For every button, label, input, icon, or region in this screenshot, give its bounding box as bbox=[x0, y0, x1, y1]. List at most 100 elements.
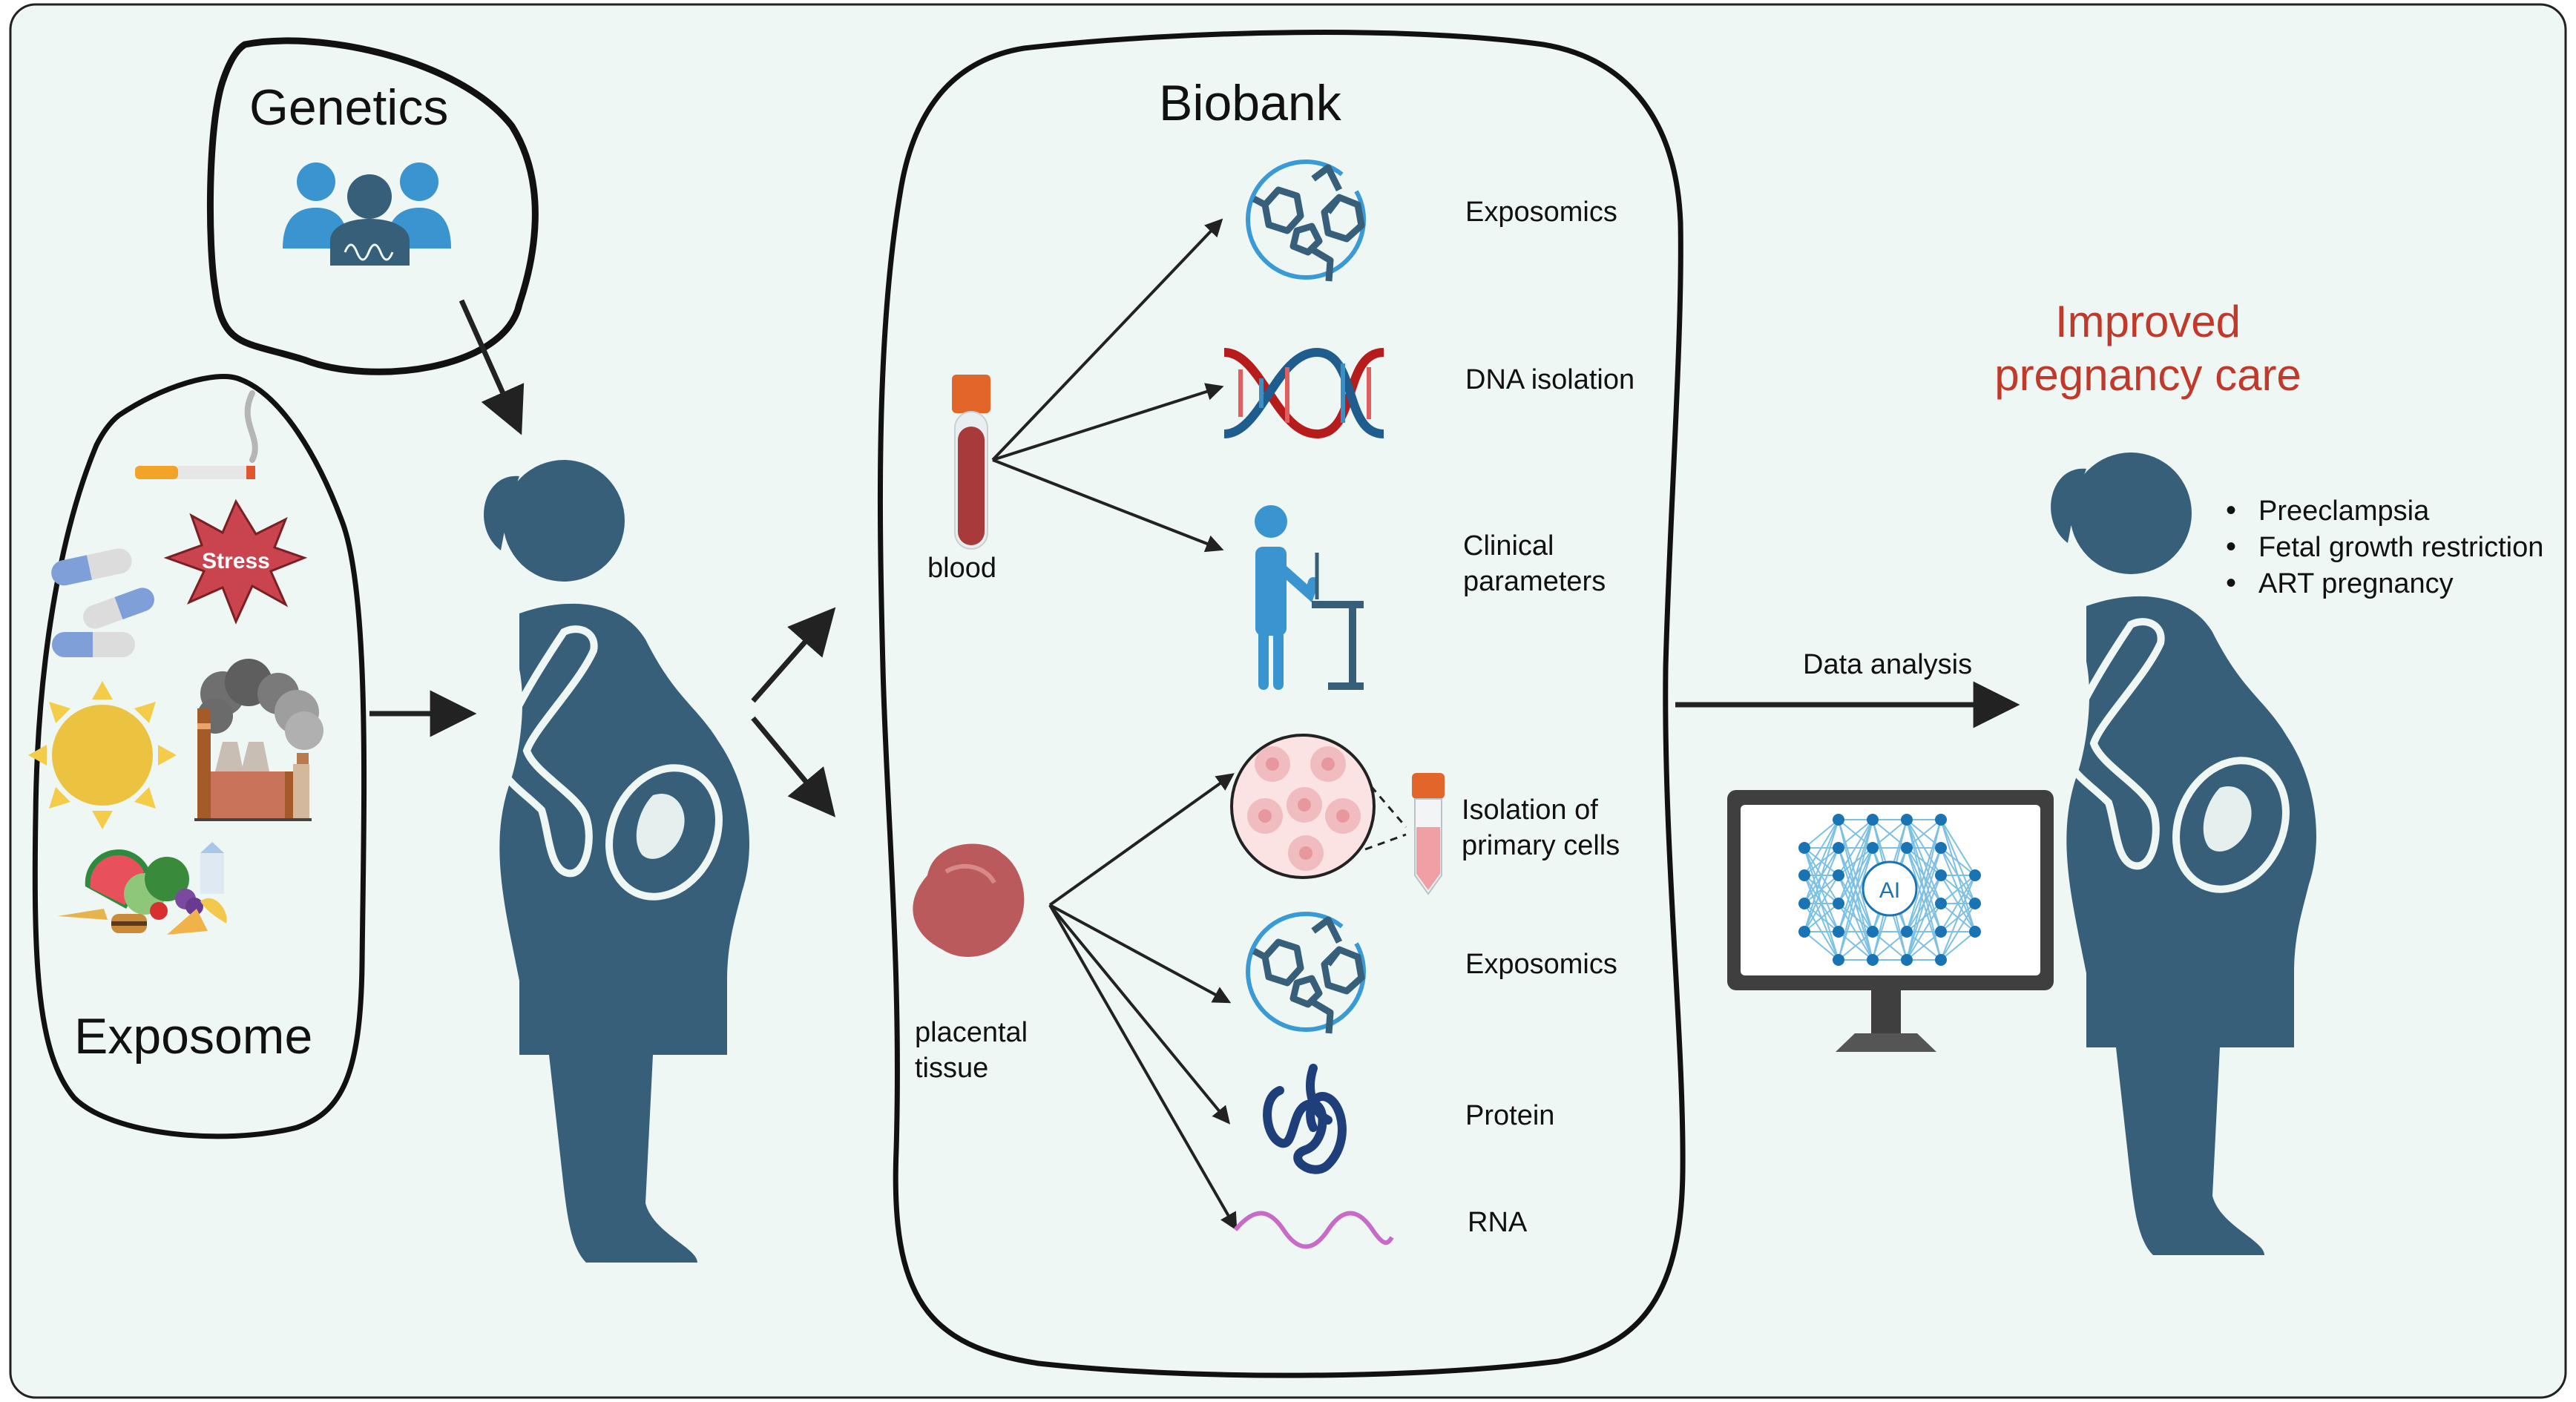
nn-edge bbox=[1906, 847, 1942, 961]
nn-node bbox=[1833, 842, 1844, 854]
placental-label-line1: placental bbox=[915, 1017, 1028, 1048]
nn-edge bbox=[1906, 819, 1942, 932]
outcome-title: Improved pregnancy care bbox=[1944, 295, 2352, 402]
arrow-blood-dna bbox=[992, 383, 1224, 461]
nn-edge bbox=[1940, 875, 1976, 904]
nn-node bbox=[1867, 842, 1879, 854]
factory-pollution-icon bbox=[194, 659, 323, 821]
nn-node bbox=[1798, 898, 1810, 909]
clinical-label-line2: parameters bbox=[1463, 566, 1606, 597]
nn-edge bbox=[1906, 903, 1942, 961]
cells-tube-icon bbox=[1230, 734, 1445, 895]
blood-label: blood bbox=[927, 553, 996, 584]
nn-edge bbox=[1838, 903, 1873, 932]
blood-exposomics-label: Exposomics bbox=[1465, 197, 1617, 228]
nn-node bbox=[1833, 926, 1844, 938]
primary-cells-label-line2: primary cells bbox=[1462, 830, 1620, 861]
arrow-tissue-cells bbox=[1048, 773, 1235, 906]
nn-edge bbox=[1906, 819, 1942, 849]
genetics-outline bbox=[206, 37, 539, 375]
tissue-exposomics-label: Exposomics bbox=[1465, 949, 1617, 980]
nn-edge bbox=[1804, 819, 1839, 849]
exposome-title: Exposome bbox=[74, 1008, 313, 1064]
ai-badge bbox=[1862, 860, 1918, 917]
nn-node bbox=[1798, 869, 1810, 881]
blood-tube-icon bbox=[952, 375, 990, 550]
nn-node bbox=[1798, 926, 1810, 938]
biobank-outline bbox=[877, 30, 1686, 1378]
nn-edge bbox=[1940, 931, 1976, 961]
arrow-blood-exposomics bbox=[991, 218, 1223, 461]
nn-node bbox=[1901, 926, 1913, 938]
nn-edge bbox=[1838, 819, 1873, 876]
exposome-outline bbox=[32, 374, 367, 1139]
rna-strand-icon bbox=[1233, 1211, 1394, 1249]
arrow-blood-clinical bbox=[992, 458, 1224, 553]
placenta-highlight bbox=[944, 863, 996, 884]
nn-edge bbox=[1804, 903, 1839, 932]
nn-edge bbox=[1804, 819, 1839, 904]
nn-node bbox=[1901, 842, 1913, 854]
nn-edge bbox=[1940, 847, 1976, 876]
bullet-item: Preeclampsia bbox=[2226, 493, 2543, 529]
arrow-tissue-exposomics bbox=[1049, 904, 1232, 1004]
nn-edge bbox=[1804, 931, 1839, 961]
outcome-title-line1: Improved bbox=[2054, 297, 2241, 346]
nn-node bbox=[1935, 926, 1947, 938]
arrow-woman-to-blood bbox=[751, 607, 836, 703]
nn-node bbox=[1867, 954, 1879, 966]
nn-edge bbox=[1838, 931, 1873, 961]
nn-node bbox=[1935, 954, 1947, 966]
ai-label: AI bbox=[1879, 878, 1900, 903]
pills-icon bbox=[51, 548, 154, 657]
primary-cells-label-line1: Isolation of bbox=[1462, 794, 1598, 826]
bullet-item: Fetal growth restriction bbox=[2226, 529, 2543, 565]
arrow-tissue-protein bbox=[1048, 904, 1231, 1125]
protein-icon bbox=[1263, 1064, 1347, 1174]
nn-edge bbox=[1940, 903, 1976, 961]
nn-node bbox=[1935, 842, 1947, 854]
nn-node bbox=[1969, 926, 1981, 938]
food-icon bbox=[58, 842, 227, 935]
nn-edge bbox=[1940, 875, 1976, 932]
stress-label: Stress bbox=[202, 549, 270, 573]
nn-node bbox=[1935, 814, 1947, 826]
bullet-item: ART pregnancy bbox=[2226, 565, 2543, 602]
placenta-icon bbox=[913, 843, 1025, 957]
data-analysis-label: Data analysis bbox=[1803, 649, 1973, 680]
nn-edge bbox=[1838, 819, 1873, 932]
nn-edge bbox=[1872, 819, 1908, 849]
placental-label-line2: tissue bbox=[915, 1053, 989, 1084]
dna-helix-icon bbox=[1223, 347, 1384, 439]
nn-edge bbox=[1940, 819, 1976, 876]
nn-edge bbox=[1838, 819, 1873, 904]
cigarette-icon bbox=[135, 390, 258, 479]
biobank-title: Biobank bbox=[1159, 75, 1341, 131]
nn-node bbox=[1833, 814, 1844, 826]
nn-node bbox=[1833, 898, 1844, 909]
arrow-woman-to-tissue bbox=[751, 716, 836, 817]
nn-edge bbox=[1804, 847, 1839, 932]
stress-burst-icon: Stress bbox=[163, 498, 308, 625]
people-dna-icon bbox=[283, 162, 451, 266]
lab-worker-icon bbox=[1255, 505, 1364, 690]
nn-node bbox=[1833, 954, 1844, 966]
nn-node bbox=[1867, 926, 1879, 938]
nn-edge bbox=[1906, 819, 1942, 961]
nn-edge bbox=[1804, 819, 1839, 876]
nn-node bbox=[1833, 869, 1844, 881]
dna-isolation-label: DNA isolation bbox=[1465, 364, 1635, 395]
rna-label: RNA bbox=[1468, 1207, 1528, 1238]
arrow-genetics-to-woman bbox=[459, 299, 525, 435]
nn-edge bbox=[1838, 847, 1873, 961]
nn-node bbox=[1969, 869, 1981, 881]
nn-edge bbox=[1906, 931, 1942, 961]
sun-icon bbox=[28, 681, 177, 829]
nn-edge bbox=[1838, 819, 1873, 849]
nn-edge bbox=[1804, 875, 1839, 932]
nn-edge bbox=[1804, 819, 1839, 932]
nn-edge bbox=[1872, 931, 1908, 961]
outcome-title-line2: pregnancy care bbox=[1994, 350, 2301, 400]
nn-node bbox=[1867, 814, 1879, 826]
